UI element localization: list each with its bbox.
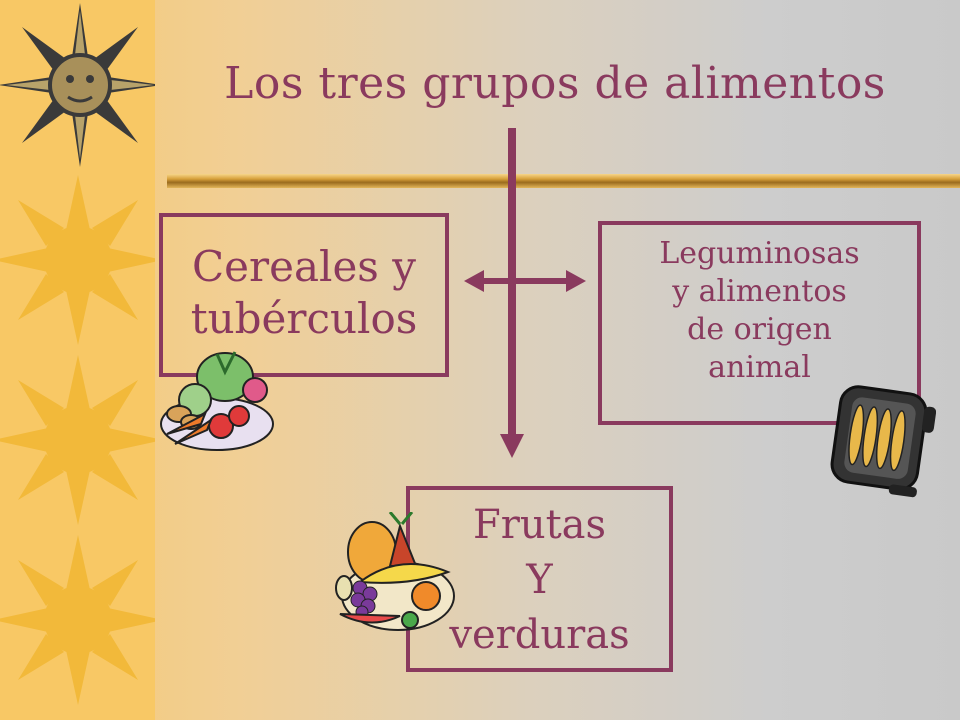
sun-icon	[0, 535, 155, 705]
group-label-line: animal	[708, 350, 811, 385]
group-label-line: tubérculos	[190, 294, 418, 343]
group-label-line: y alimentos	[672, 274, 847, 309]
group-label-line: Cereales y	[192, 242, 416, 291]
vegetables-clipart-icon	[160, 351, 274, 451]
gold-divider-bar	[167, 174, 960, 188]
group-box-frutas: Frutas Y verduras	[406, 486, 673, 672]
sidebar-decoration	[0, 0, 155, 720]
sun-icon	[0, 355, 155, 525]
group-label-line: Y	[526, 557, 553, 603]
fruits-clipart-icon	[335, 512, 455, 631]
group-box-leguminosas: Leguminosas y alimentos de origen animal	[598, 221, 921, 425]
slide-title: Los tres grupos de alimentos	[224, 58, 886, 109]
group-box-cereales: Cereales y tubérculos	[159, 213, 449, 377]
group-label-line: Frutas	[472, 502, 607, 548]
group-label-line: de origen	[687, 312, 832, 347]
group-label-line: Leguminosas	[659, 236, 860, 271]
sun-icon	[0, 175, 155, 345]
sun-face-icon	[0, 3, 155, 167]
arrow-down-head	[500, 434, 524, 458]
arrow-right-head	[566, 270, 586, 292]
group-label-line: verduras	[449, 612, 630, 658]
fish-grill-clipart-icon	[830, 385, 936, 498]
arrow-left-head	[464, 270, 484, 292]
